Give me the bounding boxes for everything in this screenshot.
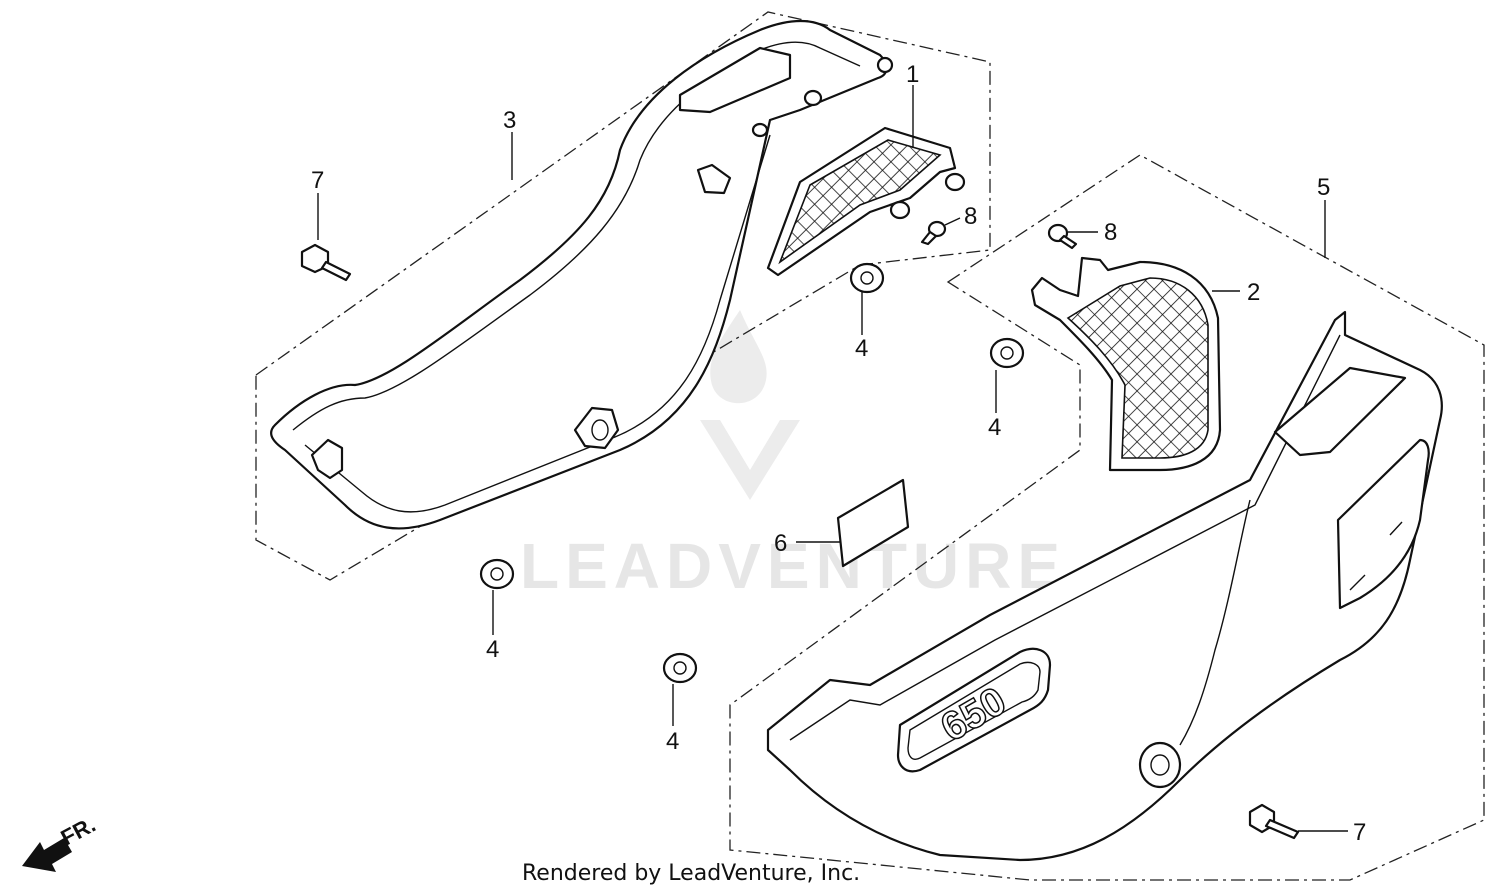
callout-8-right: 8: [1104, 219, 1117, 246]
callout-5: 5: [1317, 174, 1330, 201]
right-cover-group-boundary: [729, 154, 1485, 881]
svg-text:LEADVENTURE: LEADVENTURE: [520, 530, 1066, 602]
grommet-lower-center: [662, 652, 698, 684]
screw-left: [920, 220, 947, 246]
callout-7-left: 7: [311, 167, 324, 194]
left-side-cover-frame: [270, 20, 894, 530]
bolt-right: [1248, 803, 1300, 840]
callout-4-lower-center: 4: [666, 728, 679, 755]
callout-6: 6: [774, 530, 787, 557]
render-credit-footer: Rendered by LeadVenture, Inc.: [522, 861, 860, 886]
callout-3: 3: [503, 107, 516, 134]
left-mesh-grille: [766, 126, 966, 277]
callout-7-right: 7: [1353, 819, 1366, 846]
grommet-upper-center: [849, 262, 885, 294]
left-cover-group-boundary: [255, 11, 991, 581]
leadventure-watermark: LEADVENTURE: [520, 310, 1066, 602]
right-side-cover: 650: [766, 310, 1443, 862]
callout-4-upper: 4: [855, 335, 868, 362]
screw-right: [1047, 223, 1078, 250]
grommet-lower-left: [479, 558, 515, 590]
callout-2: 2: [1247, 279, 1260, 306]
emblem-plate: [836, 478, 910, 568]
callout-4-lower-left: 4: [486, 636, 499, 663]
callout-1: 1: [906, 61, 919, 88]
bolt-left: [300, 243, 352, 282]
grommet-right: [989, 337, 1025, 369]
front-direction-arrow: FR.: [22, 812, 100, 872]
right-mesh-grille: [1030, 256, 1222, 472]
callout-8-left: 8: [964, 203, 977, 230]
leader-lines: [317, 85, 1348, 832]
callout-4-right: 4: [988, 414, 1001, 441]
